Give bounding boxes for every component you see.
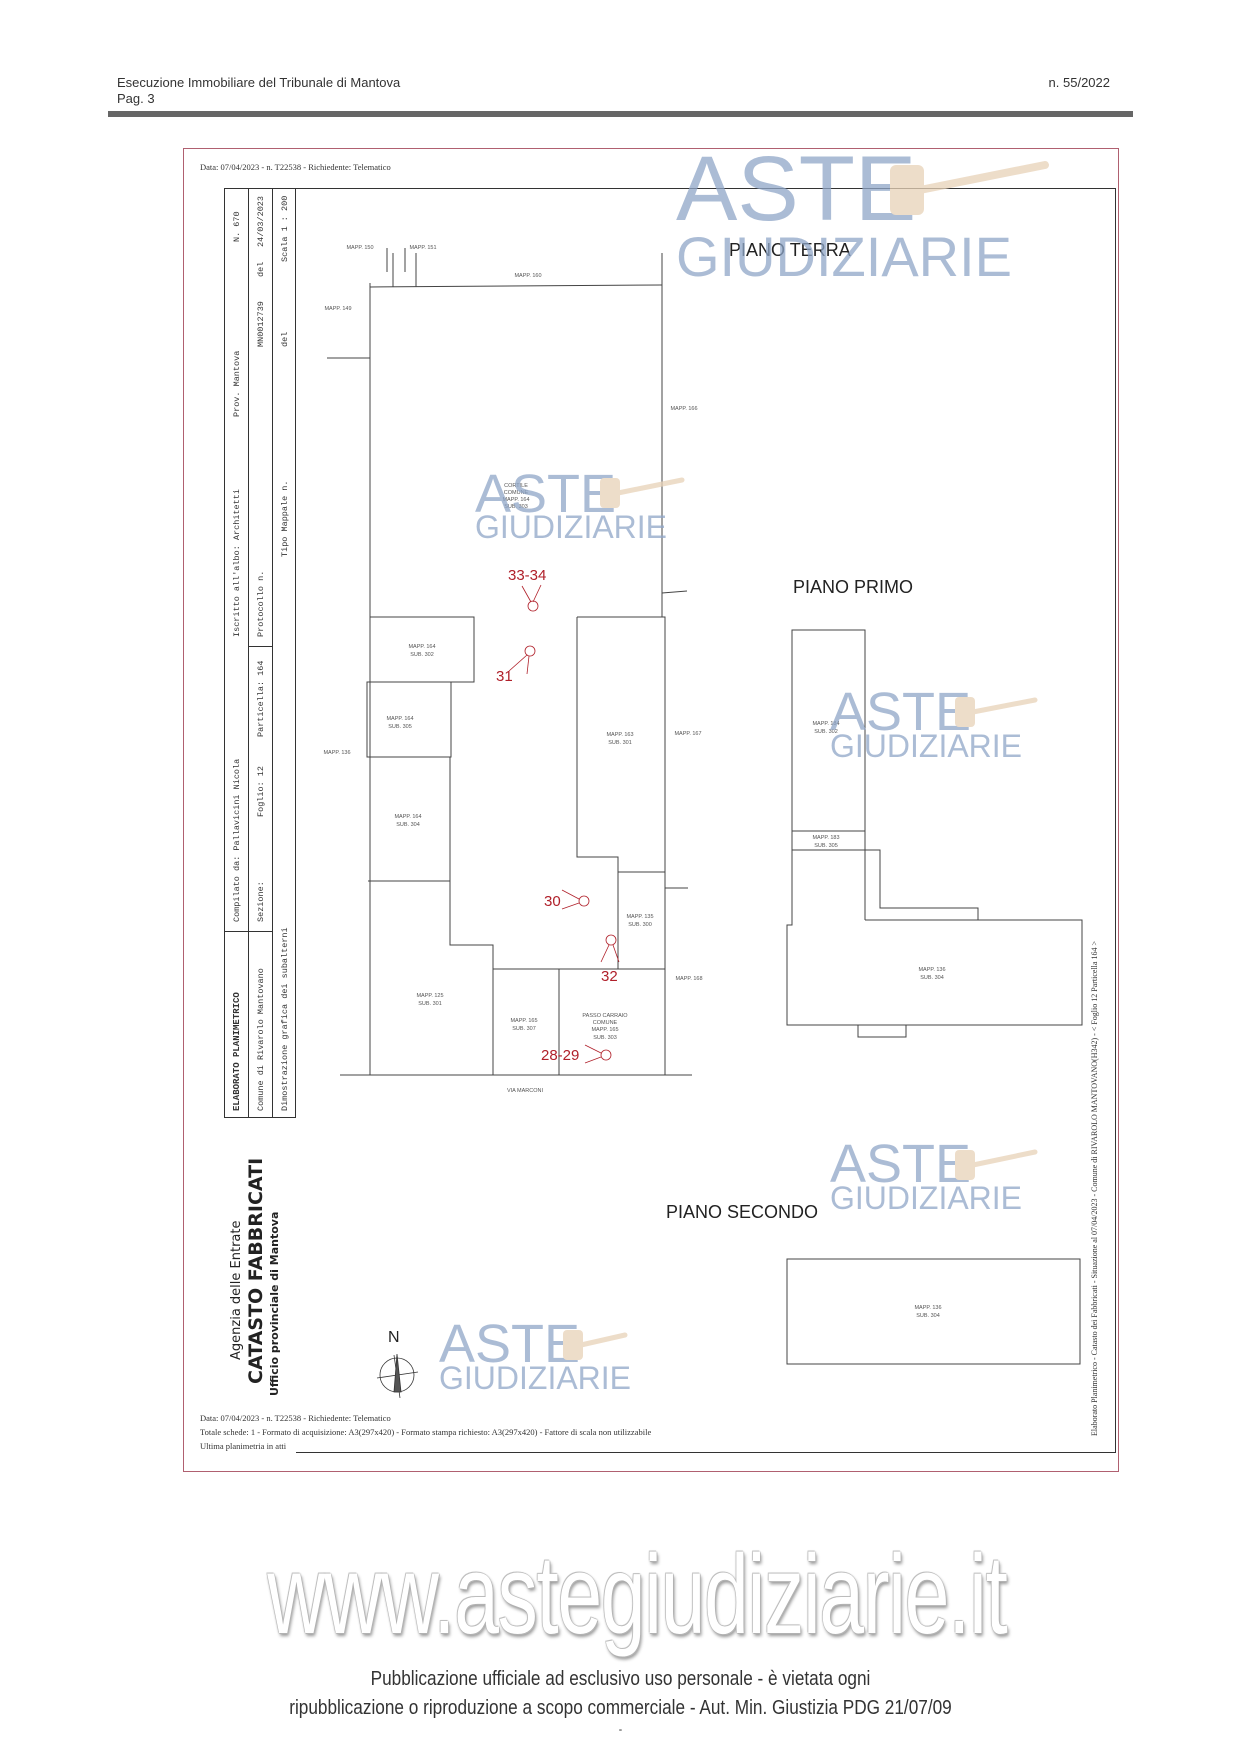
bottom-caption-date: Data: 07/04/2023 - n. T22538 - Richieden… — [200, 1413, 391, 1423]
label-mapp-136: MAPP. 136 — [323, 750, 350, 756]
footer-line-1: Pubblicazione ufficiale ad esclusivo uso… — [370, 1668, 871, 1690]
gavel-icon — [955, 1149, 1038, 1180]
label-unit-304: MAPP. 164 — [394, 814, 421, 820]
north-label: N — [388, 1329, 400, 1346]
photo-point-31: 31 — [496, 668, 513, 685]
photo-point-33-34: 33-34 — [508, 567, 546, 584]
label-second-136-sub: SUB. 304 — [916, 1313, 940, 1319]
gavel-icon — [600, 477, 685, 508]
label-via-marconi: VIA MARCONI — [507, 1088, 544, 1094]
label-line: COMUNE — [504, 490, 529, 496]
north-arrow-icon — [376, 1353, 419, 1399]
aste-watermark: ASTE GIUDIZIARIE — [830, 1134, 1038, 1216]
label-mapp-168: MAPP. 168 — [675, 976, 702, 982]
page-number: Pag. 3 — [117, 91, 155, 106]
label-unit-165-sub: SUB. 307 — [512, 1026, 536, 1032]
bottom-caption-last: Ultima planimetria in atti — [200, 1441, 287, 1451]
camera-icon — [584, 1044, 612, 1064]
watermark-giudiziarie: GIUDIZIARIE — [475, 509, 667, 545]
document-title: Esecuzione Immobiliare del Tribunale di … — [117, 75, 401, 90]
gavel-icon — [890, 161, 1049, 215]
label-unit-305: MAPP. 164 — [386, 716, 413, 722]
label-mapp-166: MAPP. 166 — [670, 406, 697, 412]
label-line: MAPP. 165 — [591, 1027, 618, 1033]
label-unit-304-sub: SUB. 304 — [396, 822, 420, 828]
label-first-184: MAPP. 184 — [812, 721, 839, 727]
label-unit-125: MAPP. 125 — [416, 993, 443, 999]
case-number: n. 55/2022 — [1048, 75, 1110, 90]
watermark-aste: ASTE — [830, 682, 971, 742]
watermark-giudiziarie: GIUDIZIARIE — [676, 225, 1012, 288]
watermark-aste: ASTE — [676, 138, 916, 240]
camera-icons — [508, 584, 620, 1064]
photo-point-30: 30 — [544, 893, 561, 910]
drawing-area-border — [296, 188, 1116, 1453]
gavel-icon — [955, 697, 1038, 727]
label-cortile: CORTILE COMUNE MAPP. 164 SUB. 303 — [502, 483, 529, 510]
footer-line-3: - — [618, 1722, 623, 1736]
cadastral-sheet-frame — [183, 148, 1119, 1472]
photo-point-28-29: 28-29 — [541, 1047, 579, 1064]
label-mapp-160: MAPP. 160 — [514, 273, 541, 279]
label-first-184-sub: SUB. 302 — [814, 729, 838, 735]
label-unit-135: MAPP. 135 — [626, 914, 653, 920]
label-line: MAPP. 164 — [502, 497, 529, 503]
label-line: CORTILE — [504, 483, 528, 489]
label-first-136: MAPP. 136 — [918, 967, 945, 973]
label-unit-305-sub: SUB. 305 — [388, 724, 412, 730]
watermark-giudiziarie: GIUDIZIARIE — [439, 1360, 631, 1396]
site-watermark: www.astegiudiziarie.it — [267, 1532, 1008, 1657]
photo-markers: 33-34 31 30 32 28-29 — [496, 567, 618, 1064]
label-unit-165: MAPP. 165 — [510, 1018, 537, 1024]
label-first-183: MAPP. 183 — [812, 835, 839, 841]
footer-line-2: ripubblicazione o riproduzione a scopo c… — [289, 1697, 952, 1719]
top-caption: Data: 07/04/2023 - n. T22538 - Richieden… — [200, 162, 391, 172]
camera-icon — [508, 645, 536, 675]
aste-watermark: ASTE GIUDIZIARIE — [830, 682, 1038, 764]
label-unit-163-sub: SUB. 301 — [608, 740, 632, 746]
label-mapp-149: MAPP. 149 — [324, 306, 351, 312]
label-passo-carraio: PASSO CARRAIO COMUNE MAPP. 165 SUB. 303 — [582, 1013, 628, 1041]
camera-icon — [521, 584, 542, 612]
label-unit-125-sub: SUB. 301 — [418, 1001, 442, 1007]
watermark-aste: ASTE — [439, 1314, 580, 1374]
label-unit-302: MAPP. 164 — [408, 644, 435, 650]
label-line: COMUNE — [593, 1020, 618, 1026]
label-unit-135-sub: SUB. 300 — [628, 922, 652, 928]
aste-watermark: ASTE GIUDIZIARIE — [439, 1314, 631, 1396]
label-unit-302-sub: SUB. 302 — [410, 652, 434, 658]
photo-point-32: 32 — [601, 968, 618, 985]
floor-title-primo: PIANO PRIMO — [793, 577, 913, 597]
header-divider — [108, 111, 1133, 117]
floor-title-terra: PIANO TERRA — [729, 240, 851, 260]
bottom-caption-format: Totale schede: 1 - Formato di acquisizio… — [200, 1427, 652, 1437]
label-mapp-167: MAPP. 167 — [674, 731, 701, 737]
second-floor-plan — [786, 1258, 1081, 1365]
camera-icon — [600, 934, 620, 963]
ground-floor-plan — [327, 248, 692, 1076]
label-unit-163: MAPP. 163 — [606, 732, 633, 738]
label-first-183-sub: SUB. 305 — [814, 843, 838, 849]
floor-title-secondo: PIANO SECONDO — [666, 1202, 818, 1222]
watermark-aste: ASTE — [830, 1134, 971, 1194]
watermark-giudiziarie: GIUDIZIARIE — [830, 1180, 1022, 1216]
watermark-aste: ASTE — [475, 464, 616, 524]
camera-icon — [561, 889, 590, 910]
label-line: PASSO CARRAIO — [582, 1013, 628, 1019]
label-mapp-151: MAPP. 151 — [409, 245, 436, 251]
gavel-icon — [563, 1330, 628, 1360]
watermark-giudiziarie: GIUDIZIARIE — [830, 728, 1022, 764]
label-line: SUB. 303 — [593, 1035, 617, 1041]
label-mapp-150: MAPP. 150 — [346, 245, 373, 251]
aste-watermark: ASTE GIUDIZIARIE — [475, 464, 685, 545]
label-first-136-sub: SUB. 304 — [920, 975, 944, 981]
label-line: SUB. 303 — [504, 504, 528, 510]
label-second-136: MAPP. 136 — [914, 1305, 941, 1311]
first-floor-plan — [786, 629, 1083, 1038]
watermarks: ASTE GIUDIZIARIE ASTE GIUDIZIARIE ASTE G… — [439, 138, 1049, 1396]
aste-watermark: ASTE GIUDIZIARIE — [676, 138, 1049, 288]
